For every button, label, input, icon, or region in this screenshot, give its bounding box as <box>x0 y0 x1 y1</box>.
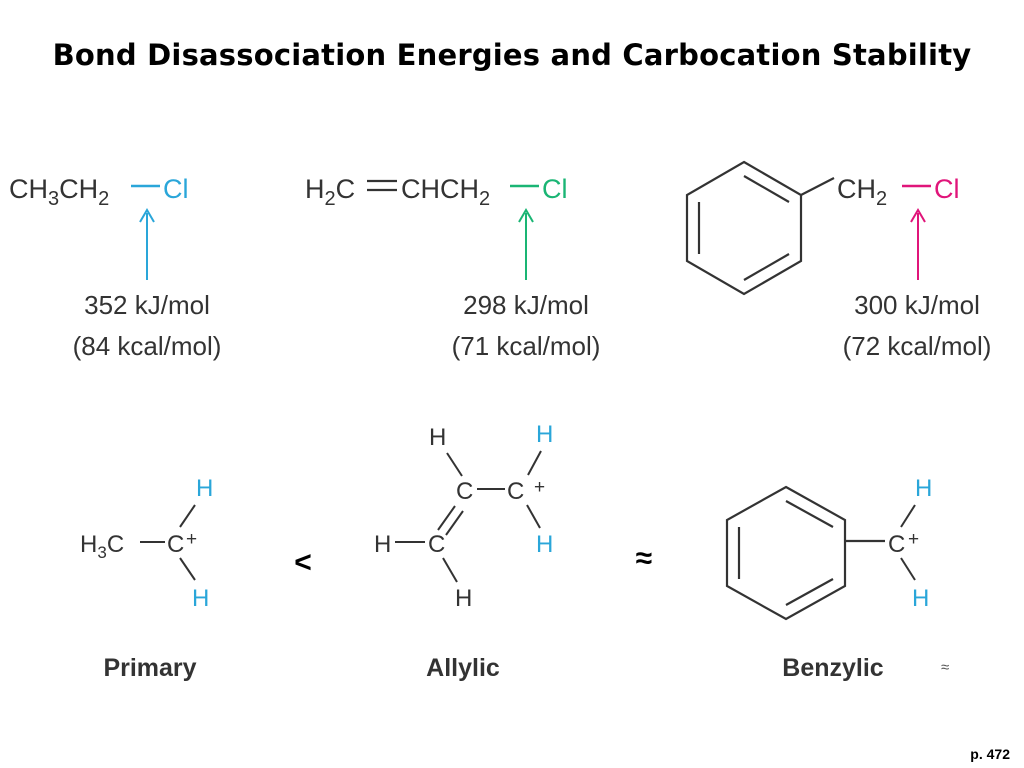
allyl-formula-left: H2C <box>305 174 355 210</box>
ring-double-bond <box>785 578 834 606</box>
arrow-head <box>910 208 926 223</box>
chlorine-label: Cl <box>163 174 189 204</box>
benzene-ring <box>685 160 803 296</box>
page-number: p. 472 <box>970 746 1010 762</box>
positive-charge: + <box>908 529 919 550</box>
ring-double-bond <box>743 175 790 203</box>
less-than-sign: < <box>294 546 312 579</box>
energy-kcal: (72 kcal/mol) <box>843 331 992 361</box>
energy-kcal: (84 kcal/mol) <box>73 331 222 361</box>
primary-label: Primary <box>103 654 196 682</box>
ring-ch2-bond <box>800 177 835 196</box>
energy-kj: 298 kJ/mol <box>463 290 589 320</box>
ring-double-bond <box>785 500 834 528</box>
approx-mark-small: ≈ <box>941 659 949 676</box>
double-bond-a <box>437 505 456 531</box>
hydrogen-top-left: H <box>429 424 446 451</box>
allyl-chloride: H2C CHCH2 Cl 298 kJ/mol (71 kcal/mol) <box>305 174 600 361</box>
positive-charge: + <box>186 529 197 550</box>
hydrogen-bottom: H <box>912 585 929 612</box>
arrow-head <box>518 208 534 223</box>
c-h-bond-bottom <box>900 557 916 581</box>
ring-double-bond <box>743 253 790 281</box>
carbon-left: C <box>456 478 473 505</box>
c-h-bond <box>527 450 542 476</box>
positive-charge: + <box>534 477 545 498</box>
c-h-bond-top <box>900 504 916 528</box>
chlorine-label: Cl <box>542 174 568 204</box>
energy-kcal: (71 kcal/mol) <box>452 331 601 361</box>
approx-sign: ≈ <box>636 542 652 575</box>
hydrogen-bottom: H <box>455 585 472 612</box>
benzylic-carbocation: C + H H Benzylic ≈ <box>725 475 949 682</box>
hydrogen-left: H <box>374 531 391 558</box>
cation-carbon: C <box>167 531 184 558</box>
hydrogen-top: H <box>915 475 932 502</box>
allylic-label: Allylic <box>426 654 500 682</box>
c-h-bond <box>442 557 458 583</box>
slide-title: Bond Disassociation Energies and Carboca… <box>52 38 972 72</box>
carbon-right: C <box>507 478 524 505</box>
c-h-bond <box>526 504 541 529</box>
c-h-bond-top <box>179 504 196 528</box>
methyl-group: H3C <box>80 531 124 562</box>
hydrogen-right: H <box>536 531 553 558</box>
allylic-carbocation: H H C C + H H C H Allylic <box>374 421 553 682</box>
benzyl-formula: CH2 <box>837 174 887 210</box>
benzylic-label: Benzylic <box>782 654 884 682</box>
c-h-bond-bottom <box>179 557 196 581</box>
double-bond-b <box>445 510 464 536</box>
carbon-bottom: C <box>428 531 445 558</box>
ethyl-formula: CH3CH2 <box>9 174 109 210</box>
hydrogen-top: H <box>196 475 213 502</box>
primary-carbocation: H3C C + H H Primary <box>80 475 213 682</box>
energy-kj: 352 kJ/mol <box>84 290 210 320</box>
benzene-ring <box>725 485 847 621</box>
allyl-formula-right: CHCH2 <box>401 174 490 210</box>
chlorine-label: Cl <box>934 174 960 204</box>
benzyl-chloride: CH2 Cl 300 kJ/mol (72 kcal/mol) <box>685 160 992 361</box>
ethyl-chloride: CH3CH2 Cl 352 kJ/mol (84 kcal/mol) <box>9 174 221 361</box>
energy-kj: 300 kJ/mol <box>854 290 980 320</box>
c-h-bond <box>446 452 463 477</box>
arrow-head <box>139 208 155 223</box>
cation-carbon: C <box>888 531 905 558</box>
hydrogen-top-right: H <box>536 421 553 448</box>
hydrogen-bottom: H <box>192 585 209 612</box>
